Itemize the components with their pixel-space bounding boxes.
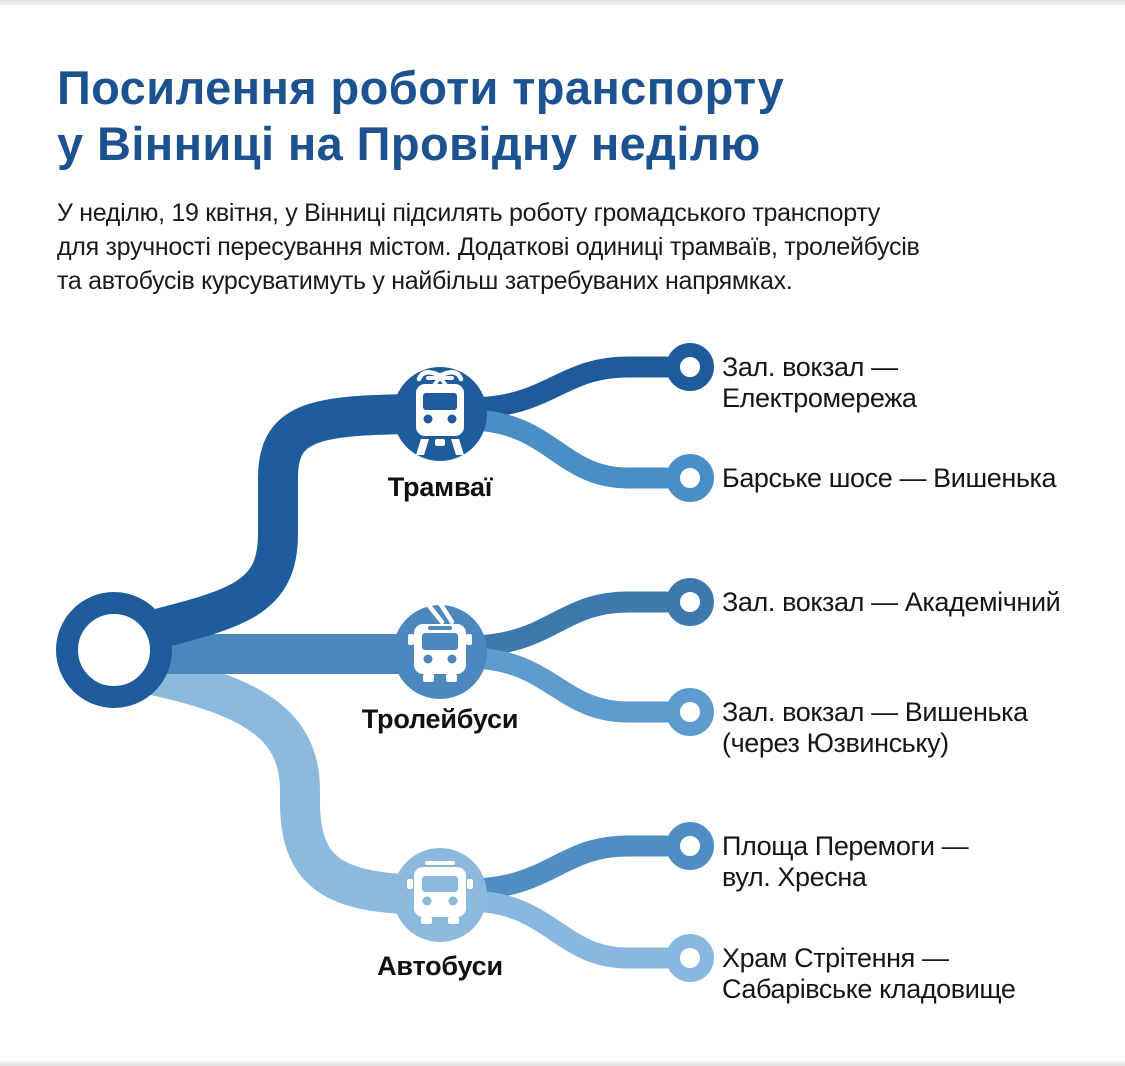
trolleybus-icon	[408, 597, 472, 682]
bus-route-label-1: Площа Перемоги — вул. Хресна	[722, 831, 969, 892]
page-title: Посилення роботи транспорту у Вінниці на…	[57, 61, 785, 170]
tram-branch-line-1	[457, 356, 677, 419]
trolleybus-route-ring-1	[666, 578, 714, 626]
tram-icon	[416, 370, 464, 455]
bus-icon	[407, 861, 473, 924]
bus-label: Автобуси	[377, 951, 503, 981]
bus-route-ring-1	[666, 822, 714, 870]
trolleybus-route-ring-2	[666, 688, 714, 736]
bus-branch-line-2	[457, 890, 677, 969]
tram-route-ring-1	[666, 343, 714, 391]
trolleybus-branch-line-1	[457, 591, 677, 657]
trolleybus-branch-line-2	[457, 647, 677, 723]
tram-route-ring-2	[666, 454, 714, 502]
bus-trunk-line	[100, 648, 460, 915]
tram-route-label-1: Зал. вокзал — Електромережа	[722, 352, 917, 413]
page-bottom-border	[0, 1061, 1125, 1066]
intro-paragraph: У неділю, 19 квітня, у Вінниці підсилять…	[57, 199, 920, 295]
trolleybus-route-label-2: Зал. вокзал — Вишенька (через Юзвинську)	[722, 697, 1028, 758]
tram-trunk-line	[102, 394, 460, 658]
tram-label: Трамваї	[387, 472, 493, 502]
bus-route-label-2: Храм Стрітення — Сабарівське кладовище	[722, 943, 1016, 1004]
page-top-border	[0, 0, 1125, 5]
hub-ring	[56, 592, 172, 708]
tram-route-label-2: Барське шосе — Вишенька	[722, 463, 1057, 493]
bus-route-ring-2	[666, 934, 714, 982]
trolleybus-label: Тролейбуси	[361, 704, 519, 734]
trolleybus-route-label-1: Зал. вокзал — Академічний	[722, 587, 1061, 617]
tram-branch-line-2	[457, 409, 677, 489]
bus-branch-line-1	[457, 835, 677, 900]
